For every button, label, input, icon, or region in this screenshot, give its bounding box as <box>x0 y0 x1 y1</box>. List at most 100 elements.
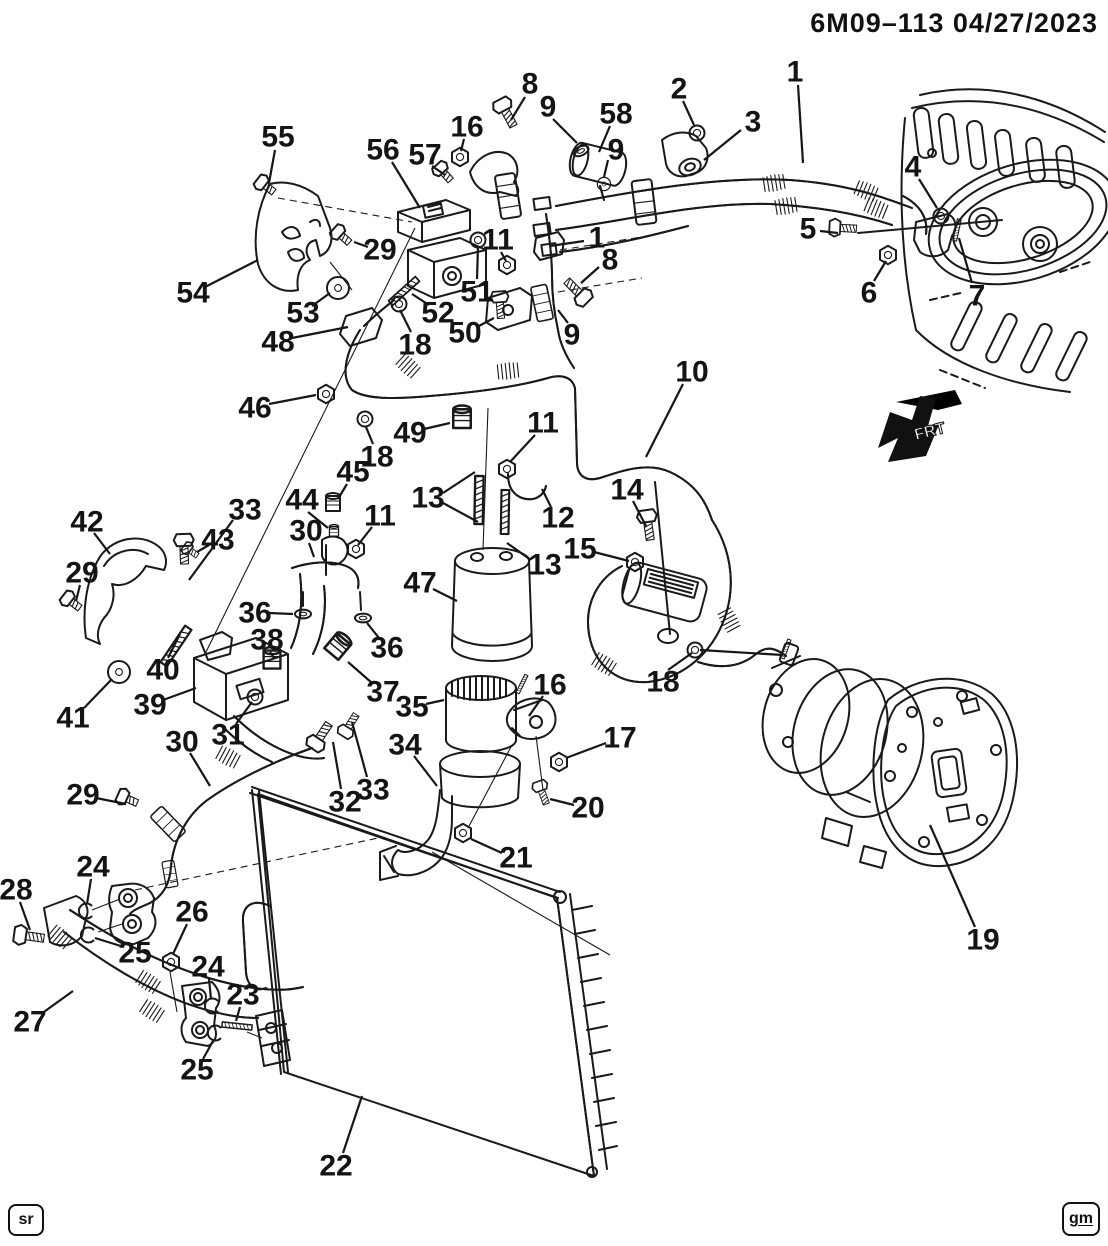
svg-text:38: 38 <box>250 624 283 657</box>
svg-text:29: 29 <box>66 779 99 812</box>
callout-5: 5 <box>800 213 839 246</box>
svg-text:32: 32 <box>328 786 361 819</box>
cap-glyph <box>452 404 472 430</box>
callout-33: 33 <box>188 494 262 581</box>
svg-text:13: 13 <box>528 549 561 582</box>
grommet-glyph <box>326 276 350 300</box>
svg-text:48: 48 <box>261 326 294 359</box>
nut-glyph <box>879 244 897 266</box>
callout-11: 11 <box>482 224 514 262</box>
cap-glyph <box>325 492 341 512</box>
svg-text:11: 11 <box>482 224 514 257</box>
callout-57: 57 <box>408 139 446 176</box>
svg-text:27: 27 <box>13 1006 46 1039</box>
svg-text:43: 43 <box>201 524 234 557</box>
nut-glyph <box>347 538 365 560</box>
bracket-54 <box>254 181 333 292</box>
svg-text:42: 42 <box>70 506 103 539</box>
svg-text:39: 39 <box>133 689 166 722</box>
callout-35: 35 <box>395 691 445 724</box>
callout-30: 30 <box>165 726 211 787</box>
callout-55: 55 <box>261 121 295 184</box>
bolt-glyph <box>489 93 524 132</box>
callout-19: 19 <box>928 824 1000 957</box>
gm-logo: gm <box>1062 1202 1100 1236</box>
callout-24: 24 <box>191 951 225 1000</box>
svg-text:45: 45 <box>336 456 369 489</box>
callout-26: 26 <box>172 896 209 955</box>
callout-15: 15 <box>563 533 630 566</box>
bolt-glyph <box>828 217 858 239</box>
callout-40: 40 <box>146 633 181 687</box>
crimp-glyph <box>138 998 166 1024</box>
svg-text:35: 35 <box>395 691 428 724</box>
callout-49: 49 <box>393 417 451 450</box>
callout-36: 36 <box>366 622 404 665</box>
callout-13: 13 <box>506 542 562 582</box>
hose-assembly-27 <box>43 895 304 1047</box>
svg-text:56: 56 <box>366 134 399 167</box>
cap-glyph <box>323 628 355 662</box>
svg-text:4: 4 <box>905 151 922 184</box>
callout-43: 43 <box>196 524 235 557</box>
svg-text:57: 57 <box>408 139 441 172</box>
svg-text:37: 37 <box>366 676 399 709</box>
callout-12: 12 <box>541 488 575 535</box>
callout-38: 38 <box>250 624 284 659</box>
svg-text:9: 9 <box>564 319 581 352</box>
callout-29: 29 <box>353 234 397 267</box>
callout-45: 45 <box>336 456 370 500</box>
callout-18: 18 <box>360 426 394 474</box>
svg-text:30: 30 <box>289 515 322 548</box>
svg-text:55: 55 <box>261 121 294 154</box>
svg-text:1: 1 <box>787 56 804 89</box>
projection-lines <box>91 197 649 1039</box>
svg-text:8: 8 <box>602 244 619 277</box>
callout-8: 8 <box>580 244 619 284</box>
svg-text:15: 15 <box>563 533 596 566</box>
callout-20: 20 <box>549 792 605 825</box>
svg-text:26: 26 <box>175 896 208 929</box>
callout-18: 18 <box>646 648 784 699</box>
svg-text:31: 31 <box>211 719 244 752</box>
document-id-date: 6M09–113 04/27/2023 <box>810 8 1098 38</box>
callout-29: 29 <box>65 557 99 602</box>
firewall-dash-panel <box>900 88 1108 393</box>
callout-54: 54 <box>176 259 259 310</box>
svg-text:29: 29 <box>65 557 98 590</box>
expansion-valve-block-56 <box>397 199 487 299</box>
frt-direction-arrow: FRT <box>878 390 962 462</box>
callout-18: 18 <box>398 309 432 362</box>
callout-58: 58 <box>597 98 633 153</box>
svg-text:34: 34 <box>388 729 422 762</box>
insulator-sleeve-35 <box>445 675 517 753</box>
callout-31: 31 <box>211 701 253 752</box>
svg-text:11: 11 <box>527 407 559 440</box>
svg-text:22: 22 <box>319 1150 352 1183</box>
callout-46: 46 <box>238 392 317 425</box>
svg-text:36: 36 <box>370 632 403 665</box>
oring-glyph <box>356 410 374 428</box>
callout-27: 27 <box>13 990 74 1039</box>
clamp-glyph <box>630 177 658 227</box>
bracket-34 <box>379 750 521 881</box>
svg-text:16: 16 <box>533 669 566 702</box>
svg-text:17: 17 <box>603 722 636 755</box>
svg-text:36: 36 <box>238 597 271 630</box>
svg-text:3: 3 <box>745 106 762 139</box>
svg-text:49: 49 <box>393 417 426 450</box>
callout-17: 17 <box>565 722 637 760</box>
bolt-glyph <box>334 709 365 742</box>
svg-text:28: 28 <box>0 874 33 907</box>
cap-glyph <box>328 523 340 537</box>
muffler-canister-58 <box>568 141 628 201</box>
svg-text:9: 9 <box>608 134 625 167</box>
svg-text:6: 6 <box>861 277 878 310</box>
screw-glyph <box>57 587 87 616</box>
callout-1: 1 <box>549 222 605 255</box>
svg-text:18: 18 <box>398 329 431 362</box>
callout-41: 41 <box>56 678 113 735</box>
callout-9: 9 <box>557 309 581 352</box>
callout-1: 1 <box>787 56 805 164</box>
